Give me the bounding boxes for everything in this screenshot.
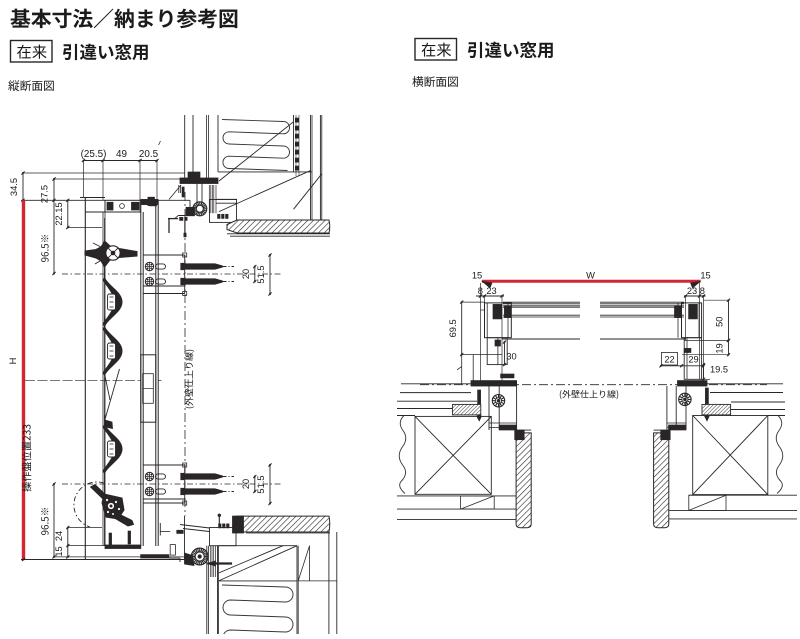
svg-text:29: 29: [688, 355, 698, 365]
svg-text:15: 15: [700, 271, 710, 281]
svg-text:H: H: [8, 358, 18, 365]
svg-text:30: 30: [506, 352, 516, 362]
svg-text:22.15: 22.15: [54, 202, 64, 225]
svg-text:49: 49: [116, 149, 127, 160]
svg-text:51.5: 51.5: [256, 265, 266, 283]
svg-text:23: 23: [687, 286, 697, 296]
svg-text:27.5: 27.5: [40, 185, 50, 203]
svg-text:8: 8: [700, 286, 705, 296]
svg-text:23: 23: [486, 286, 496, 296]
svg-text:15: 15: [472, 271, 482, 281]
svg-text:W: W: [586, 271, 595, 281]
svg-text:(25.5): (25.5): [81, 149, 107, 160]
svg-text:34.5: 34.5: [9, 178, 19, 196]
svg-text:50: 50: [715, 317, 725, 327]
svg-text:24: 24: [54, 531, 64, 541]
svg-text:22: 22: [664, 355, 674, 365]
svg-text:19.5: 19.5: [710, 365, 728, 375]
svg-text:51.5: 51.5: [256, 475, 266, 493]
svg-text:69.5: 69.5: [448, 319, 458, 337]
svg-text:15: 15: [54, 546, 64, 556]
svg-text:20.5: 20.5: [139, 149, 159, 160]
svg-text:19: 19: [715, 343, 725, 353]
